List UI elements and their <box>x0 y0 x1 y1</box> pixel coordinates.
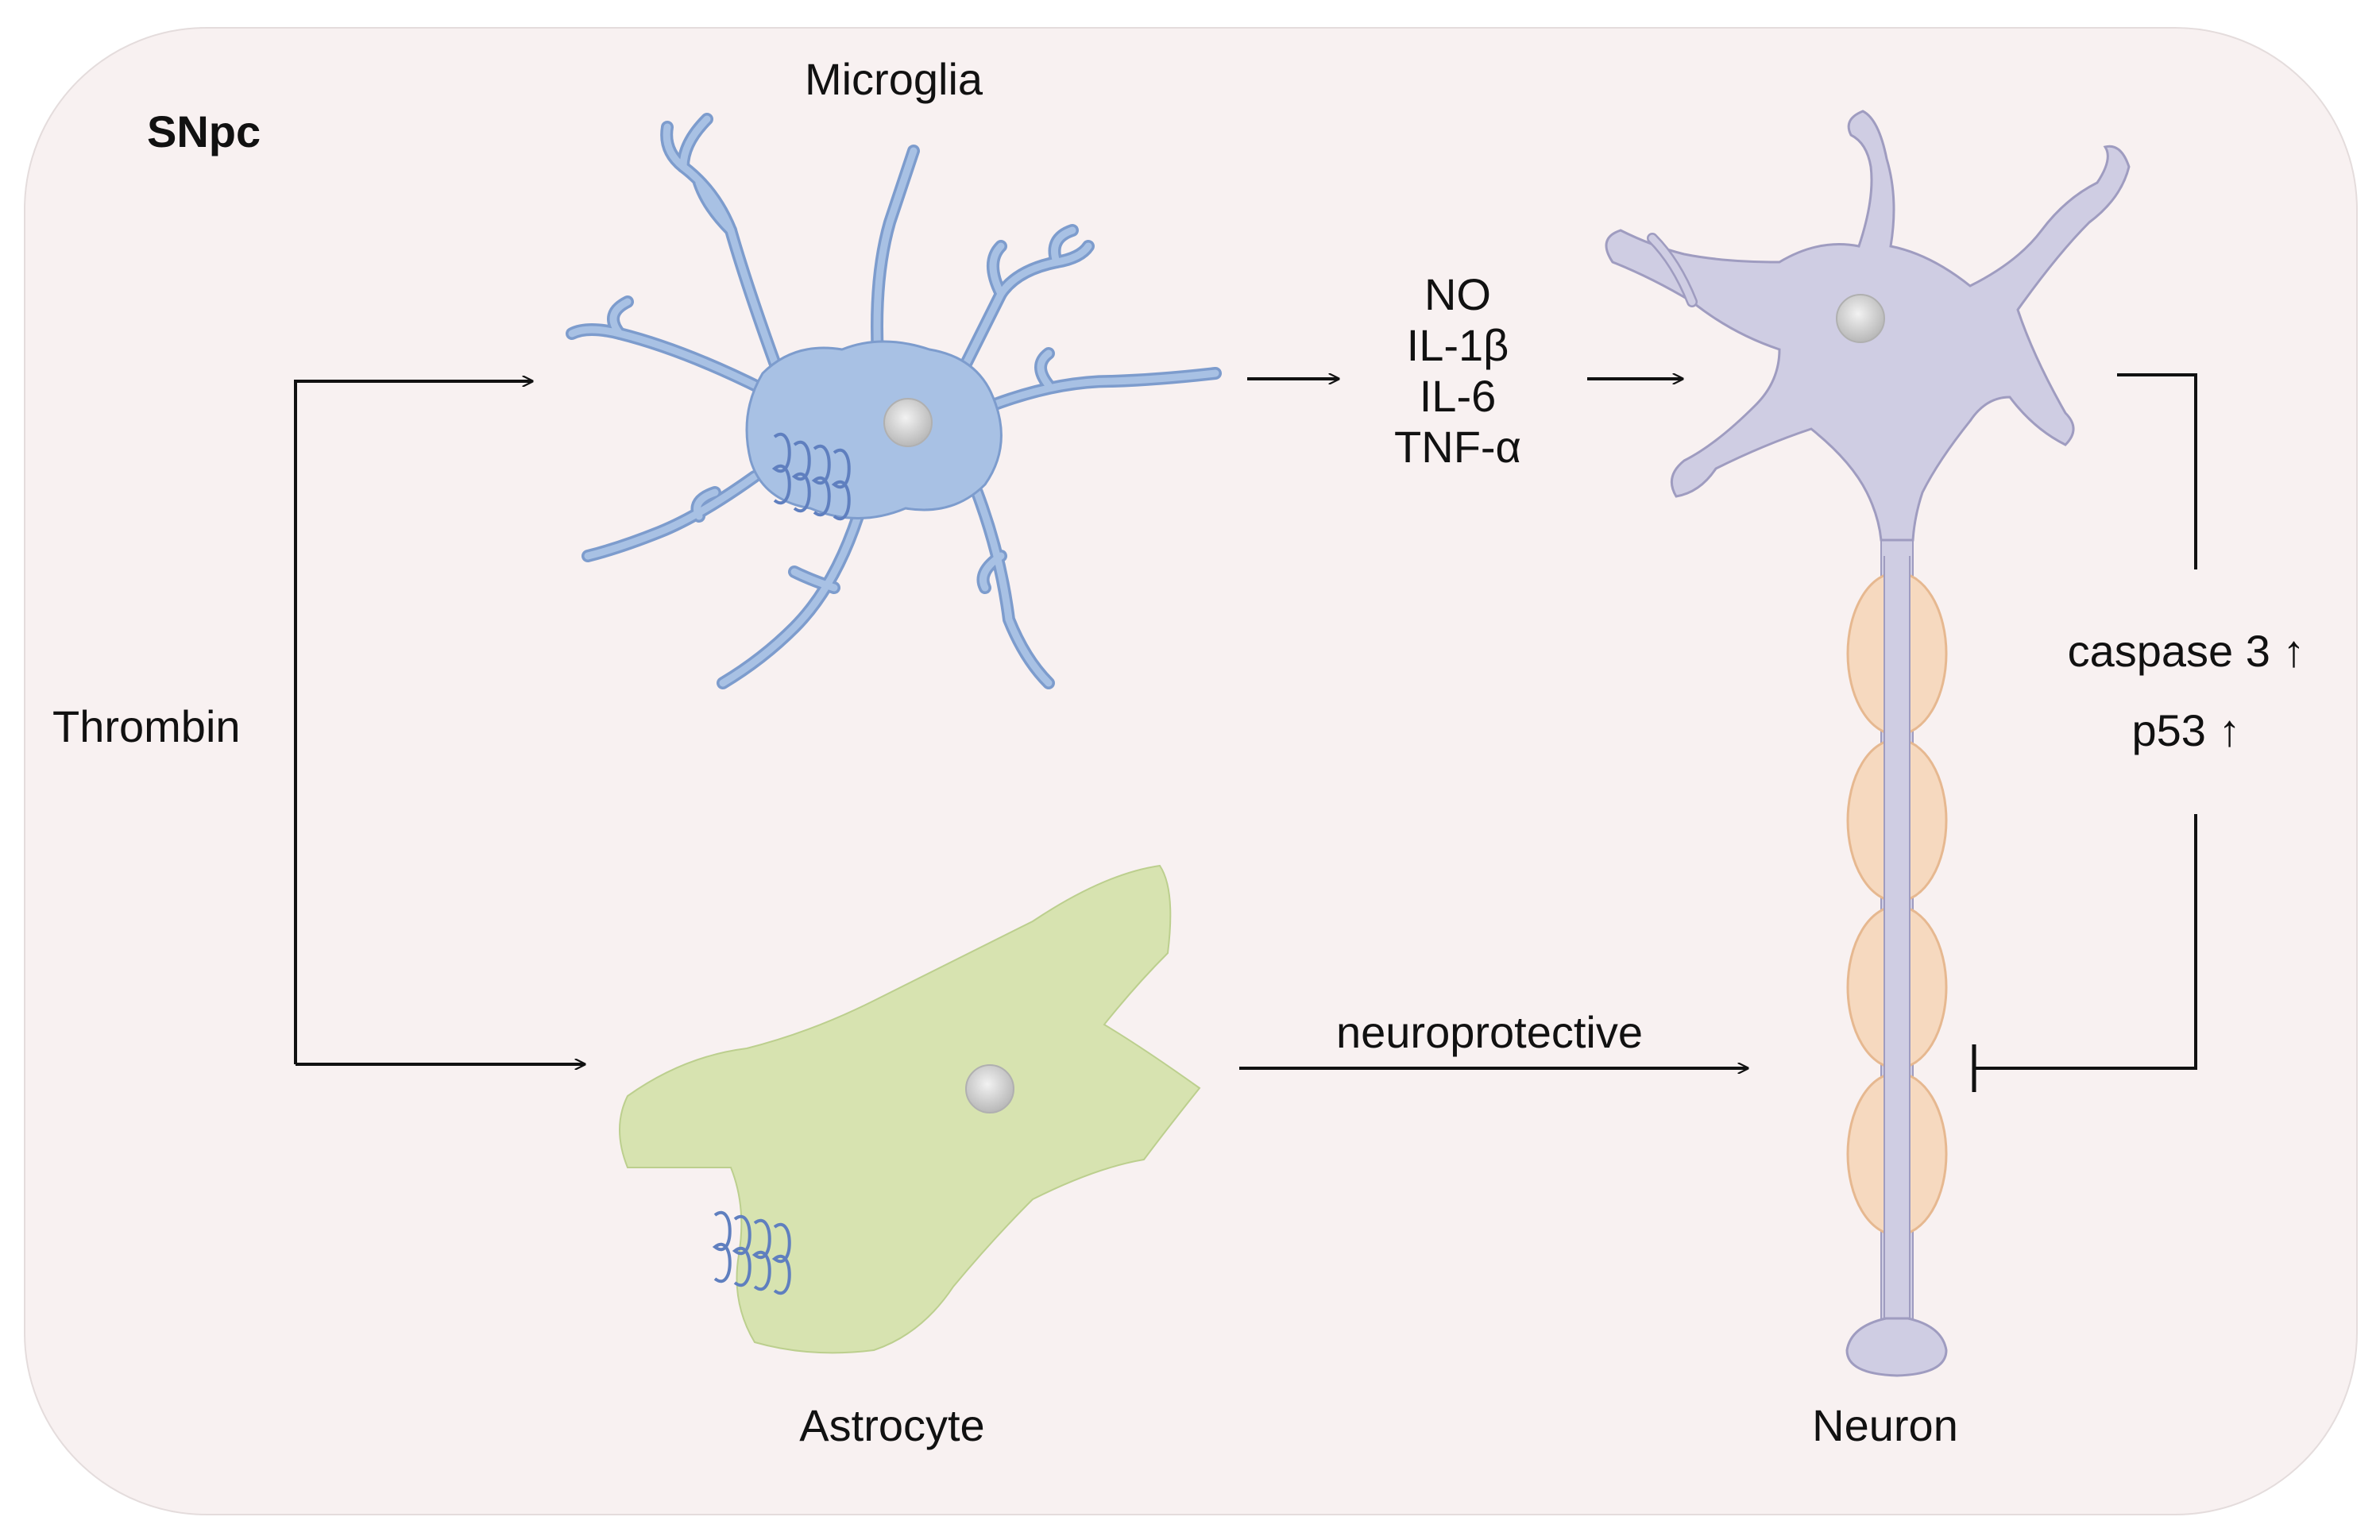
marker-bracket-top <box>2117 373 2197 569</box>
mediator-no: NO <box>1424 269 1491 319</box>
region-label: SNpc <box>147 106 261 156</box>
thrombin-to-microglia-arrow <box>294 381 532 1064</box>
astrocyte-label: Astrocyte <box>799 1400 985 1450</box>
inhibition-line <box>1974 814 2197 1070</box>
microglia-nucleus <box>883 398 933 447</box>
mediator-il6: IL-6 <box>1419 371 1497 421</box>
p53-label: p53 ↑ <box>2131 705 2241 755</box>
microglia-cell <box>566 113 1222 689</box>
mediator-list: NO IL-1β IL-6 TNF-α <box>1394 272 1521 469</box>
snpc-region <box>24 27 2358 1515</box>
receptor-coil-icon <box>712 1211 791 1295</box>
neuron-cell <box>1605 110 2131 1377</box>
astrocyte-cell <box>619 864 1201 1354</box>
neuron-label: Neuron <box>1812 1400 1958 1450</box>
thrombin-label: Thrombin <box>52 701 241 751</box>
receptor-coil-icon <box>771 433 851 520</box>
mediator-tnfa: TNF-α <box>1394 422 1521 472</box>
neuroprotective-label: neuroprotective <box>1335 1007 1644 1057</box>
caspase3-label: caspase 3 ↑ <box>2067 626 2305 676</box>
mediator-il1b: IL-1β <box>1406 320 1509 370</box>
microglia-label: Microglia <box>804 54 983 104</box>
neuron-nucleus <box>1836 294 1885 343</box>
astrocyte-nucleus <box>965 1064 1014 1114</box>
